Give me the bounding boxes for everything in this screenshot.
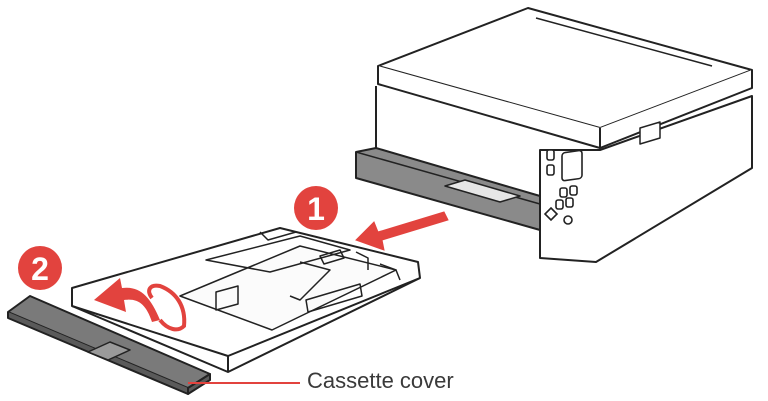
step-badge-circle [18, 246, 62, 290]
panel-button [565, 197, 574, 208]
panel-button [555, 199, 564, 210]
panel-button [546, 149, 555, 161]
cassette-cover-label: Cassette cover [307, 368, 454, 393]
step-number: 1 [307, 191, 325, 227]
panel-button [559, 187, 568, 198]
insert-arrow [355, 211, 449, 251]
output-slot [355, 147, 541, 231]
control-panel [543, 149, 583, 225]
remove-cover-arrow [94, 278, 187, 332]
step-badge-1: 1 [294, 186, 338, 230]
step-badge-2: 2 [18, 246, 62, 290]
power-button [563, 215, 573, 225]
panel-button [543, 206, 559, 222]
paper-cassette [71, 227, 421, 373]
step-badge-circle [294, 186, 338, 230]
lcd-screen [561, 149, 583, 182]
panel-button [546, 164, 555, 176]
printer [355, 7, 753, 263]
panel-button [569, 185, 578, 196]
step-number: 2 [31, 251, 49, 287]
cassette-cover [7, 295, 211, 395]
